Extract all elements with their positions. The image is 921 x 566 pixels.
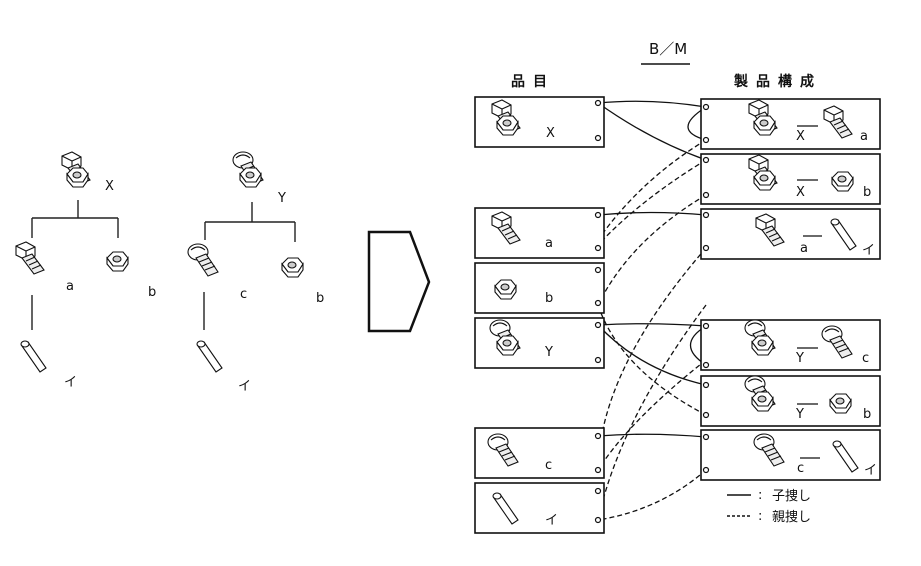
nut-b-icon (106, 251, 129, 272)
link-dashed (597, 304, 707, 416)
tree-y-parent-label: Y (277, 191, 286, 206)
structure-card-y-b[interactable]: Y b (700, 375, 881, 427)
structure-card-x-a[interactable]: X a (700, 98, 881, 150)
nut-b-icon (494, 279, 517, 300)
item-label: Y (544, 345, 553, 360)
link-solid (597, 323, 707, 327)
item-card-i[interactable]: イ (474, 482, 605, 534)
link-dashed (597, 139, 707, 241)
pin-i-icon (20, 340, 47, 373)
structure-parent: X (796, 129, 805, 144)
structure-card-c-i[interactable]: c イ (700, 429, 881, 481)
item-master-header: 品目 (511, 74, 555, 90)
bolt-a-icon (15, 241, 45, 275)
link-dashed (597, 359, 707, 471)
structure-card-y-c[interactable]: Y c (700, 319, 881, 371)
link-solid (597, 102, 707, 161)
tree-x-child-b: b (148, 285, 156, 300)
structure-card-a-i[interactable]: a イ (700, 208, 881, 260)
link-solid (597, 324, 707, 386)
link-dashed (597, 469, 707, 521)
structure-parent: Y (795, 407, 804, 422)
link-solid (597, 100, 707, 108)
structure-child: a (860, 129, 868, 144)
structure-parent: a (800, 241, 808, 256)
item-card-x[interactable]: X (474, 96, 605, 148)
link-solid (597, 211, 707, 216)
item-card-c[interactable]: c (474, 427, 605, 479)
assembly-x-icon (62, 152, 90, 187)
legend: : 子捜し : 親捜し (727, 488, 811, 525)
item-master: X a b Y c イ (474, 96, 605, 534)
structure-child: b (863, 407, 871, 422)
tree-x: X a b イ (15, 152, 156, 390)
structure-parent: X (796, 185, 805, 200)
item-card-a[interactable]: a (474, 207, 605, 259)
tree-x-parent-label: X (105, 179, 114, 194)
tree-x-branch (31, 200, 119, 238)
tree-y-child-b: b (316, 291, 324, 306)
tree-x-grandchild: イ (64, 375, 77, 390)
link-dashed (597, 194, 707, 306)
legend-solid-label: 子捜し (772, 489, 811, 504)
bm-title: B／M (649, 40, 687, 58)
structure-parent: Y (795, 351, 804, 366)
link-solid (597, 433, 707, 438)
item-card-b[interactable]: b (474, 262, 605, 314)
tree-x-child-a: a (66, 279, 74, 294)
product-structure-header: 製品構成 (733, 73, 822, 90)
item-label: イ (545, 513, 558, 528)
structure-child: c (862, 351, 869, 366)
structure-child: イ (862, 243, 875, 258)
tree-y-child-c: c (240, 287, 247, 302)
pin-i-icon (196, 340, 223, 373)
tree-y: Y c b イ (187, 152, 324, 394)
item-card-y[interactable]: Y (474, 317, 605, 369)
product-structure: X a X b a イ Y (700, 98, 881, 481)
legend-dashed-label: 親捜し (772, 510, 811, 525)
legend-colon: : (758, 509, 762, 524)
legend-colon: : (758, 488, 762, 503)
link-dashed (597, 247, 707, 471)
screw-c-icon (187, 243, 219, 277)
link-solid (687, 106, 707, 141)
item-label: a (545, 236, 553, 251)
item-label: b (545, 291, 553, 306)
item-label: c (545, 458, 552, 473)
transform-arrow-icon (367, 230, 431, 333)
connections (597, 100, 707, 521)
tree-y-branch (204, 202, 296, 242)
assembly-y-icon (233, 152, 263, 187)
structure-child: b (863, 185, 871, 200)
structure-child: イ (864, 463, 877, 478)
item-label: X (546, 126, 555, 141)
link-dashed (597, 159, 707, 246)
structure-parent: c (797, 461, 804, 476)
tree-y-grandchild: イ (238, 379, 251, 394)
nut-b-icon (281, 257, 304, 278)
structure-card-x-b[interactable]: X b (700, 153, 881, 205)
